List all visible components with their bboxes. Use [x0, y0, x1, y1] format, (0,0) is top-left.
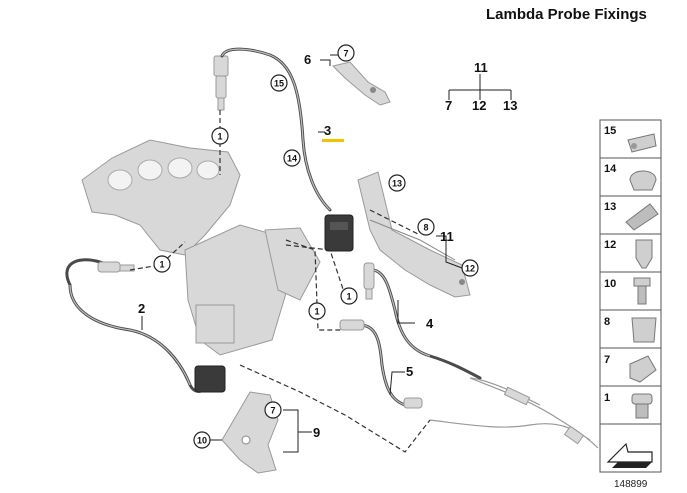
- callout-8[interactable]: 8: [417, 218, 435, 236]
- bracket-6: [332, 61, 391, 106]
- svg-text:10: 10: [197, 436, 207, 446]
- group11-item-1: 12: [472, 98, 486, 113]
- connector-2: [194, 365, 226, 393]
- callout-7b[interactable]: 7: [264, 401, 282, 419]
- legend-item-10[interactable]: 10: [604, 277, 651, 305]
- legend-panel: 15 14 13 12 10 8: [599, 119, 662, 473]
- svg-text:8: 8: [604, 316, 610, 328]
- callout-1d[interactable]: 1: [308, 302, 326, 320]
- legend-item-1[interactable]: 1: [604, 392, 653, 419]
- label-3: 3: [324, 123, 331, 138]
- svg-text:15: 15: [274, 79, 284, 89]
- svg-text:7: 7: [270, 406, 275, 416]
- svg-text:13: 13: [392, 179, 402, 189]
- svg-text:14: 14: [287, 154, 297, 164]
- svg-text:1: 1: [346, 292, 351, 302]
- callout-10[interactable]: 10: [193, 431, 211, 449]
- lambda-probe-4-tip: [363, 262, 375, 300]
- legend-item-14[interactable]: 14: [604, 163, 657, 191]
- lambda-probe-5-tip: [339, 319, 423, 409]
- callout-1c[interactable]: 1: [340, 287, 358, 305]
- callout-15[interactable]: 15: [270, 74, 288, 92]
- diagram-id: 148899: [614, 479, 648, 490]
- callout-1b[interactable]: 1: [153, 255, 171, 273]
- callout-14[interactable]: 14: [283, 149, 301, 167]
- legend-item-8[interactable]: 8: [604, 316, 657, 343]
- svg-text:1: 1: [314, 307, 319, 317]
- label-9: 9: [313, 425, 320, 440]
- svg-text:8: 8: [423, 223, 428, 233]
- bracket-9: [221, 391, 279, 474]
- svg-text:14: 14: [604, 163, 617, 175]
- svg-text:15: 15: [604, 125, 616, 137]
- svg-text:10: 10: [604, 278, 616, 290]
- legend-item-15[interactable]: 15: [604, 125, 657, 153]
- svg-text:1: 1: [217, 132, 222, 142]
- lambda-probe-2-tip: [97, 261, 135, 273]
- exhaust-manifold: [81, 139, 241, 256]
- upper-lambda-probe: [213, 55, 229, 111]
- callout-12[interactable]: 12: [461, 259, 479, 277]
- label-4: 4: [426, 316, 434, 331]
- callout-1a[interactable]: 1: [211, 127, 229, 145]
- group11-item-0: 7: [445, 98, 452, 113]
- catalytic-converter: [184, 224, 321, 356]
- legend-item-13[interactable]: 13: [604, 201, 659, 231]
- legend-item-7[interactable]: 7: [604, 354, 657, 383]
- legend-item-12[interactable]: 12: [604, 239, 653, 269]
- callout-13[interactable]: 13: [388, 174, 406, 192]
- svg-text:13: 13: [604, 201, 616, 213]
- label-6: 6: [304, 52, 311, 67]
- label-11: 11: [440, 229, 454, 244]
- label-2: 2: [138, 301, 145, 316]
- svg-text:12: 12: [465, 264, 475, 274]
- label-5: 5: [406, 364, 413, 379]
- highlight-underline: [322, 139, 344, 142]
- connector-upper: [324, 214, 354, 252]
- group11-item-2: 13: [503, 98, 517, 113]
- svg-text:7: 7: [343, 49, 348, 59]
- svg-text:1: 1: [604, 392, 610, 404]
- legend-arrow-icon: [606, 442, 653, 468]
- svg-text:12: 12: [604, 239, 616, 251]
- group11-top: 11: [474, 60, 488, 75]
- svg-text:7: 7: [604, 354, 610, 366]
- svg-text:1: 1: [159, 260, 164, 270]
- callout-7[interactable]: 7: [337, 44, 355, 62]
- leader-lines: [141, 54, 512, 453]
- diagram-title: Lambda Probe Fixings: [486, 6, 647, 23]
- dashed-lines: [129, 110, 431, 453]
- holder-bracket-11: [357, 171, 471, 298]
